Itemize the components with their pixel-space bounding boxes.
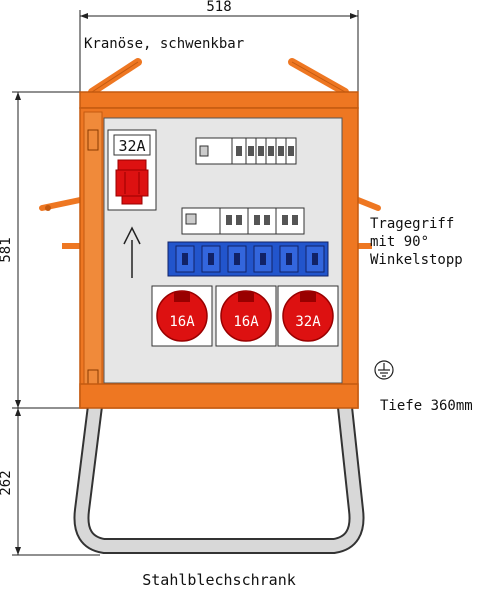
handle-label-line2: mit 90° [370,234,429,250]
breaker-row-middle [181,207,305,235]
cabinet-roof [79,91,359,109]
handle-label-line3: Winkelstopp [370,252,463,268]
cabinet-plinth [79,383,359,409]
side-handle-left [39,197,83,249]
height-dimension: 581 [0,91,82,409]
tube-frame [73,390,365,554]
socket-bottom-2: 16A [215,285,277,347]
crane-eye-left [88,58,142,96]
crane-eye-label: Kranöse, schwenkbar [84,36,244,52]
frame-height-label: 262 [0,470,14,495]
socket-top-label: 32A [118,137,145,155]
width-label: 518 [206,0,231,15]
crane-eye-right [288,58,349,96]
depth-label: Tiefe 360mm [380,398,473,414]
socket-top: 32A [107,129,157,211]
blue-socket-row [167,241,329,277]
door-strip [83,111,103,405]
side-handle-right [355,197,381,249]
socket-bottom-1-label: 16A [169,314,195,330]
hinge-top [87,129,99,151]
caption: Stahlblechschrank [142,571,296,589]
socket-bottom-1: 16A [151,285,213,347]
earth-ground-icon [374,360,394,380]
socket-bottom-3-label: 32A [295,314,321,330]
up-arrow-icon [123,226,141,278]
socket-bottom-2-label: 16A [233,314,259,330]
breaker-row-top [195,137,297,165]
width-dimension: 518 [79,0,359,92]
socket-bottom-3: 32A [277,285,339,347]
height-label: 581 [0,237,14,262]
frame-height-dimension: 262 [0,408,100,556]
handle-label-line1: Tragegriff [370,216,454,232]
